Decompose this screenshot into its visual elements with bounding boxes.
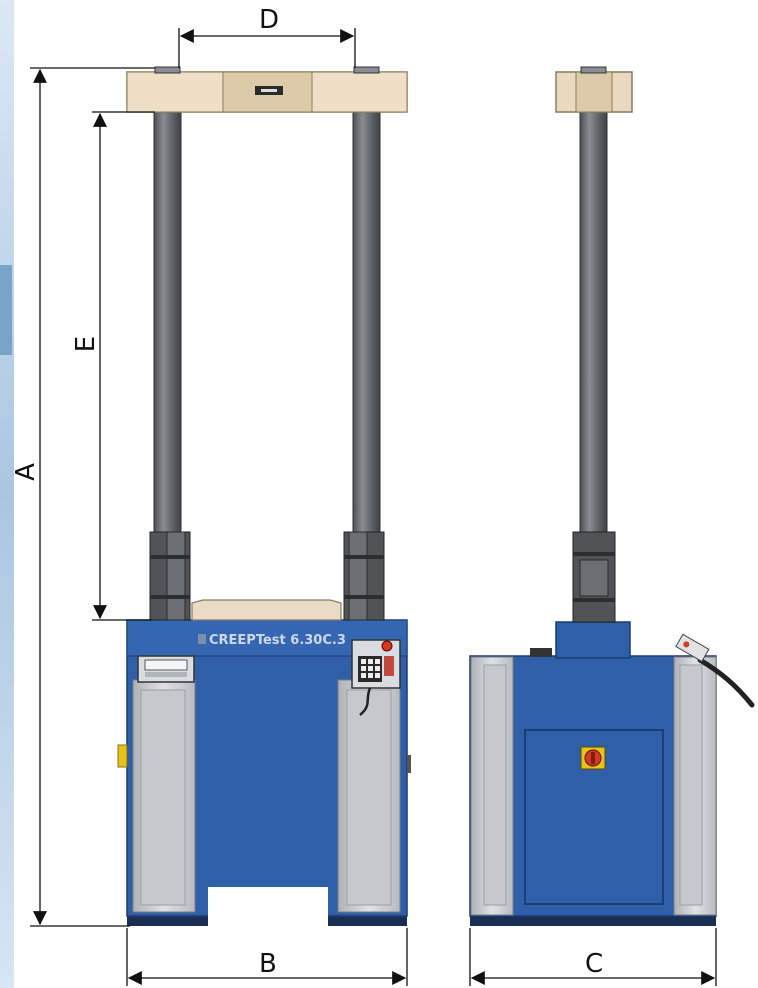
background-strip [0,0,14,988]
brand-badge [198,634,206,644]
dim-e-label: E [71,336,101,352]
dim-c-label: C [585,949,603,979]
side-raised-block [555,621,631,659]
side-pendant [675,633,710,663]
dim-a-label: A [11,463,41,481]
brand-text: CREEPTest 6.30C.3 [209,633,346,648]
side-clamp-inner [579,559,609,597]
front-left-column [153,111,182,537]
front-crosshead-left-face [126,71,224,113]
front-view: CREEPTest 6.30C.3 [117,66,411,927]
front-right-clamp-band2 [344,595,384,599]
side-base-foot [470,914,716,926]
side-top-knob [530,648,552,657]
emergency-stop-icon [580,746,606,770]
front-right-clamp-inner [348,531,368,621]
side-left-panel-inner [483,664,507,906]
front-left-cap [154,66,181,74]
control-panel-icon [351,639,401,716]
front-right-knob [407,755,411,773]
front-right-cap [353,66,380,74]
display-screen-icon [137,655,195,683]
side-cable [697,657,755,708]
dim-b-label: B [259,949,277,979]
front-tray [191,599,342,621]
front-left-clamp-inner [166,531,186,621]
side-view [469,66,755,926]
side-cap [580,66,607,74]
dimension-lines [30,28,717,986]
front-left-clamp-band [150,555,190,559]
front-side-knob [117,744,128,768]
side-crosshead-center [575,71,613,113]
front-right-panel-inner [346,689,392,906]
front-right-column [352,111,381,537]
front-crosshead-right-face [311,71,408,113]
front-base-cutout [208,887,328,927]
front-left-panel-inner [140,689,186,906]
side-right-panel-inner [679,664,703,906]
side-column [579,111,608,537]
front-right-clamp-band [344,555,384,559]
background-strip-accent [0,265,12,355]
dim-d-label: D [259,5,279,35]
front-left-clamp-band2 [150,595,190,599]
side-clamp-band [573,552,615,556]
side-clamp-band2 [573,598,615,602]
crosshead-slot-inner [261,89,277,92]
